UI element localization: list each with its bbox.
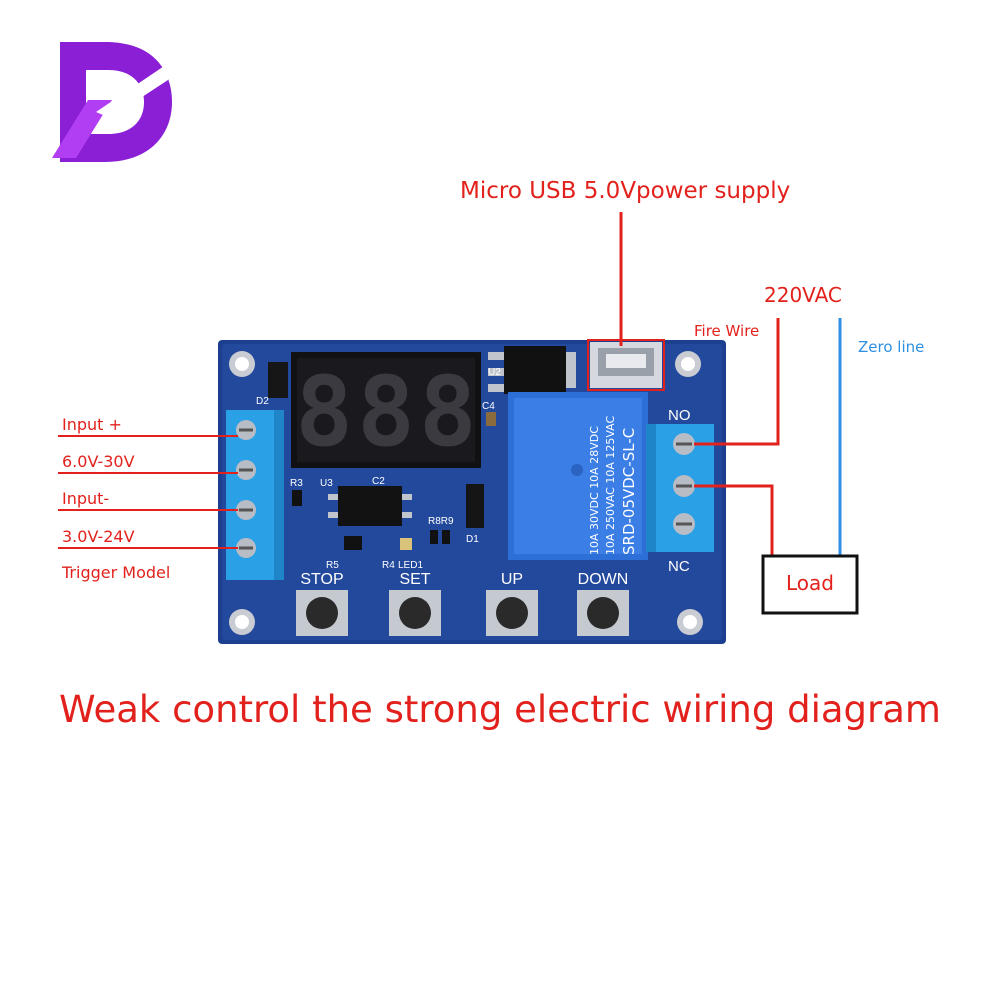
micro-usb-port (590, 342, 662, 388)
usb-label: Micro USB 5.0Vpower supply (460, 178, 790, 204)
input-plus-label: Input + (62, 415, 122, 434)
wires (58, 212, 842, 556)
trigger-label: Trigger Model (61, 563, 170, 582)
no-label: NO (668, 407, 691, 424)
silk-r5: R5 (326, 560, 339, 571)
button-label-up: UP (501, 571, 523, 588)
nc-label: NC (668, 558, 690, 575)
range1-label: 6.0V-30V (62, 452, 135, 471)
relay-rating-dc: 10A 30VDC 10A 28VDC (588, 426, 601, 555)
input-terminal-block (226, 410, 284, 580)
caption: Weak control the strong electric wiring … (59, 688, 941, 731)
display-digits: 888 (295, 356, 480, 468)
stop-button[interactable] (296, 590, 348, 636)
silk-u2: U2 (488, 367, 501, 378)
fire-wire-label: Fire Wire (694, 322, 759, 340)
silk-c4: C4 (482, 401, 495, 412)
seven-segment-display: 888 (291, 352, 481, 468)
brand-logo (52, 42, 176, 162)
button-label-set: SET (399, 571, 430, 588)
down-button[interactable] (577, 590, 629, 636)
voltage-regulator (488, 346, 576, 394)
silk-u3: U3 (320, 478, 333, 489)
fire-wire (694, 318, 780, 446)
silk-d1: D1 (466, 534, 479, 545)
relay-rating-ac: 10A 250VAC 10A 125VAC (604, 415, 617, 555)
relay-module-board: 888 D2 U2 C4 SRD-05VDC-SL-C (218, 339, 726, 644)
usb-highlight-box (587, 339, 665, 391)
zero-line-label: Zero line (858, 338, 924, 356)
button-label-stop: STOP (300, 571, 343, 588)
vac-label: 220VAC (764, 283, 842, 307)
load-box (761, 554, 859, 615)
diode-d1 (466, 484, 484, 528)
silk-r8r9: R8R9 (428, 516, 454, 527)
button-label-down: DOWN (578, 571, 629, 588)
load-wire (694, 484, 774, 556)
silk-c2: C2 (372, 476, 385, 487)
relay: SRD-05VDC-SL-C 10A 250VAC 10A 125VAC 10A… (508, 392, 648, 560)
silk-r3: R3 (290, 478, 303, 489)
load-label: Load (786, 571, 834, 595)
output-terminal-block (646, 424, 714, 552)
silk-d2: D2 (256, 396, 269, 407)
mounting-holes (229, 351, 703, 635)
silk-r4: R4 (382, 560, 395, 571)
silk-led1: LED1 (398, 560, 423, 571)
ic-u3 (338, 486, 402, 526)
input-minus-label: Input- (62, 489, 109, 508)
set-button[interactable] (389, 590, 441, 636)
range2-label: 3.0V-24V (62, 527, 135, 546)
up-button[interactable] (486, 590, 538, 636)
push-buttons: STOP SET UP DOWN (296, 571, 629, 636)
relay-model: SRD-05VDC-SL-C (620, 428, 638, 555)
